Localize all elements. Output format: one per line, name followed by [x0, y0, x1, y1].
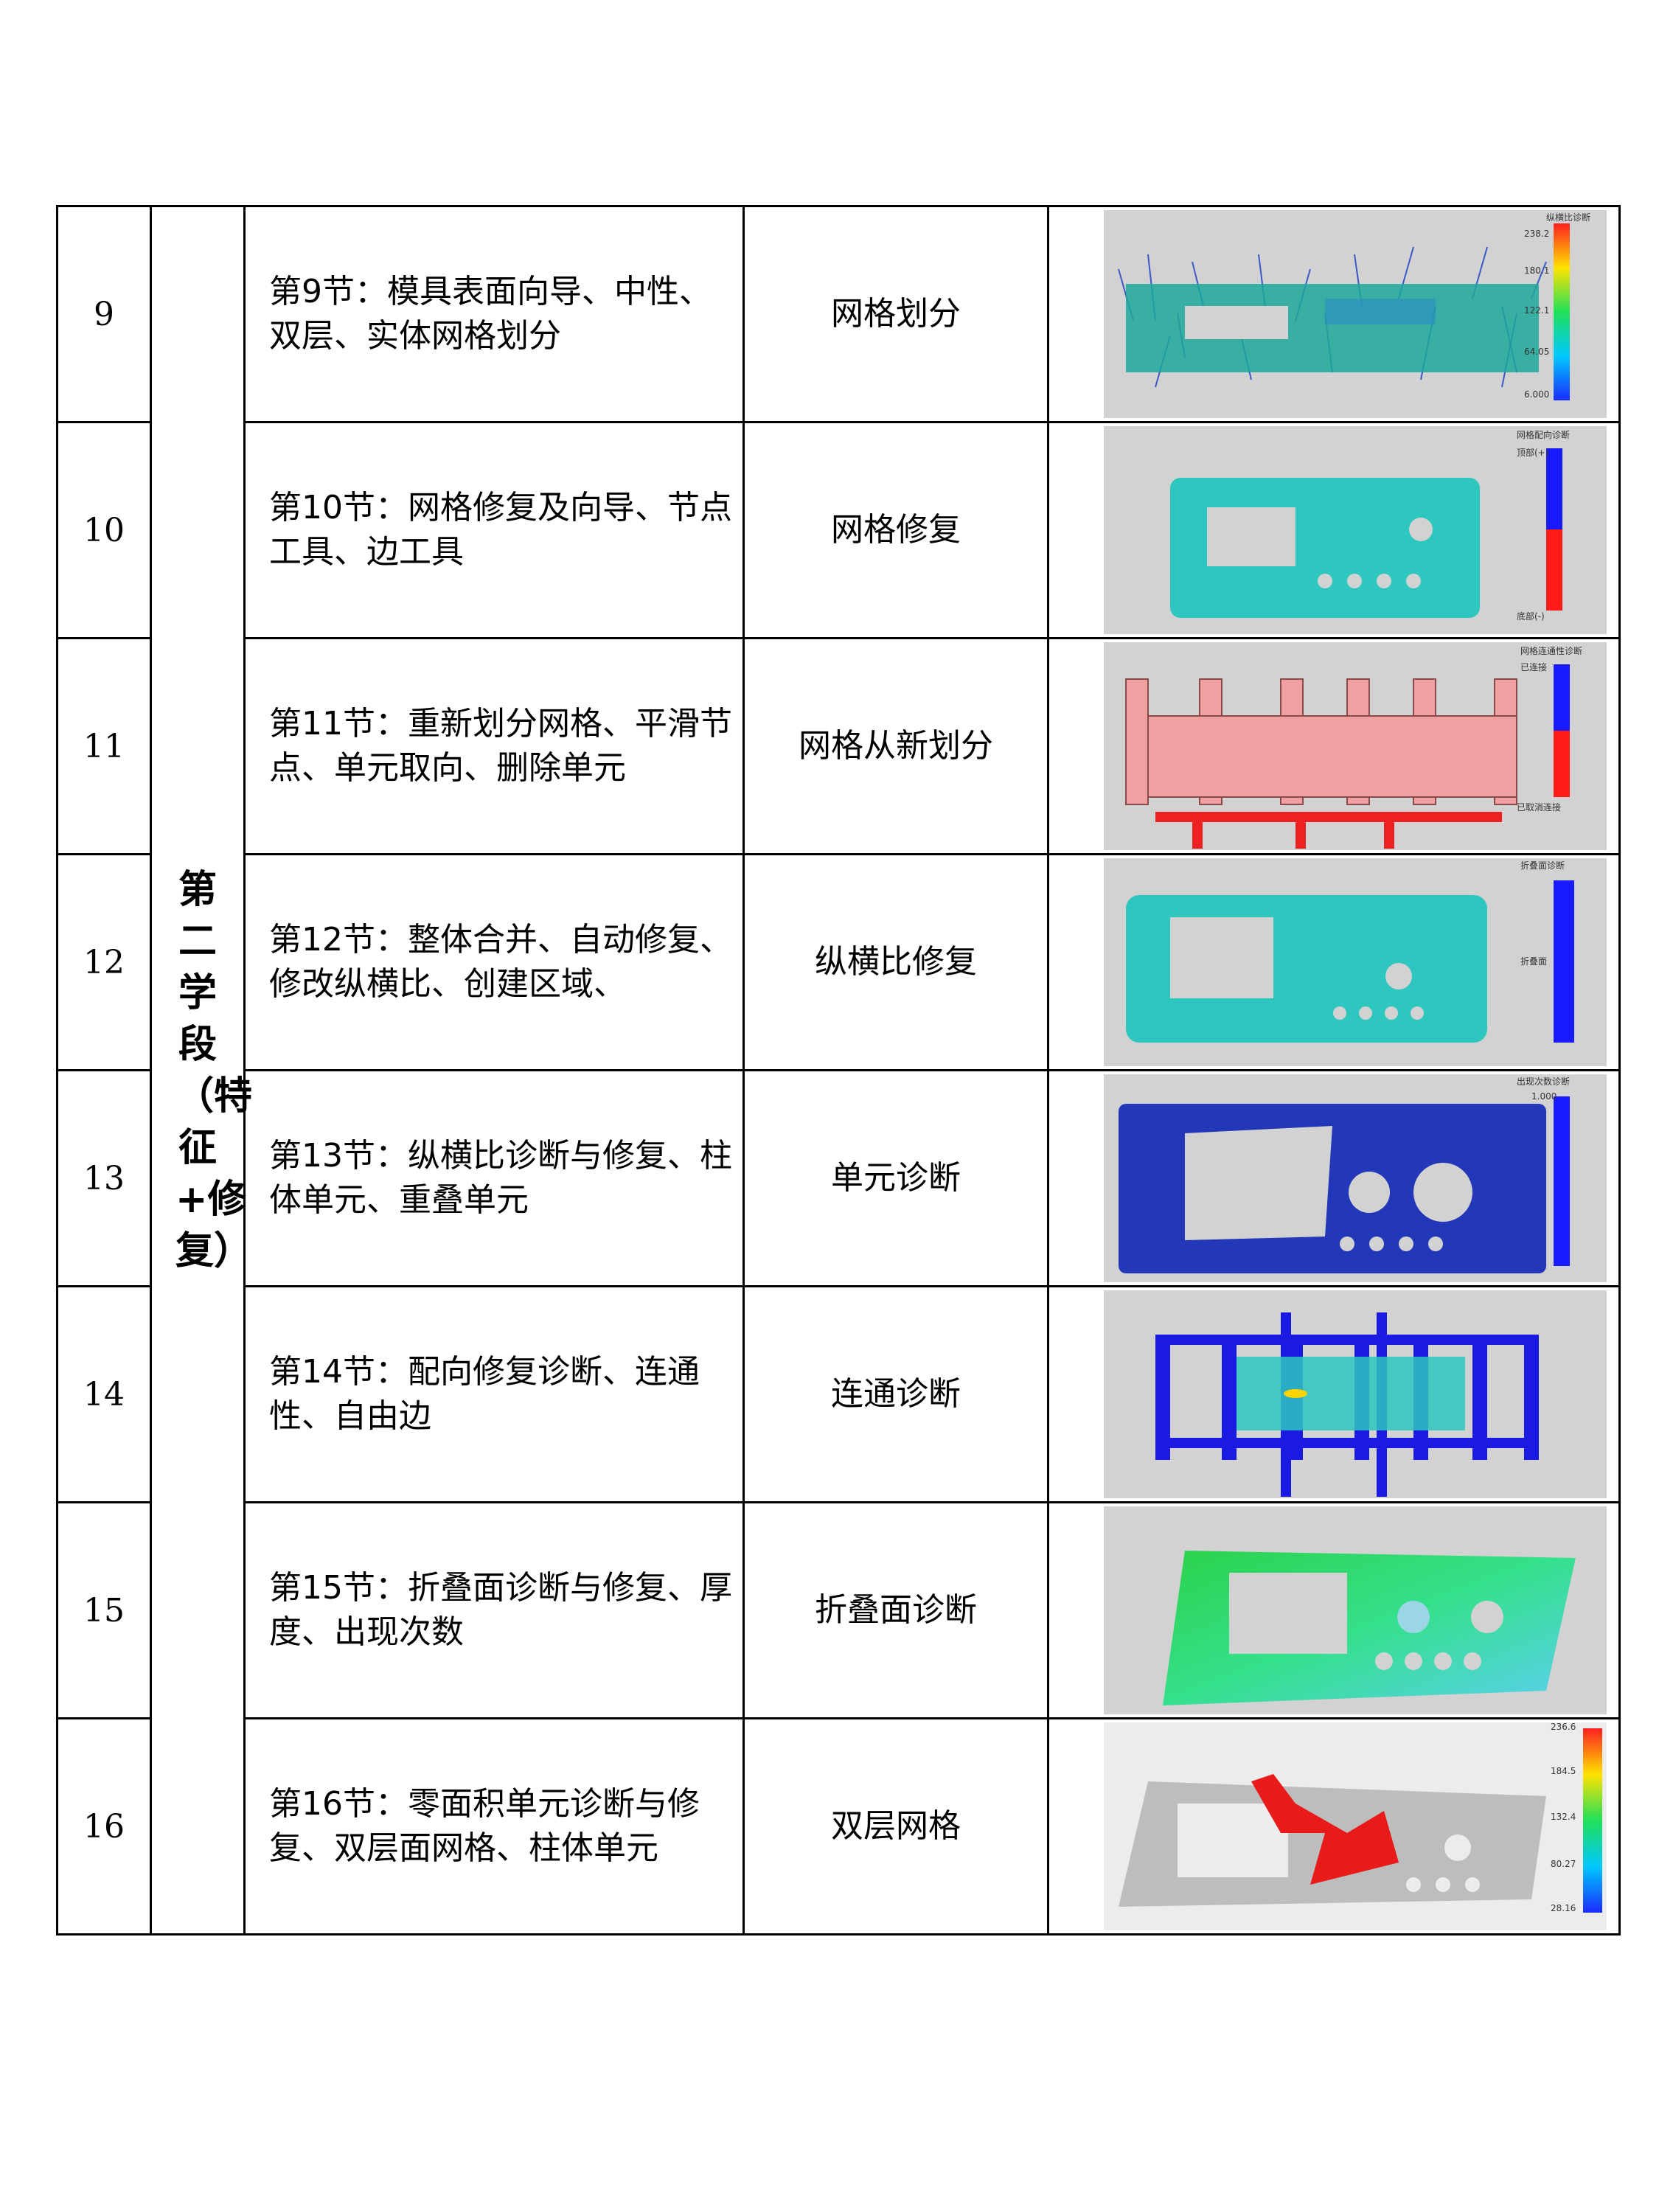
legend-value: 64.05 — [1524, 347, 1549, 357]
course-table: 9 第二学段（特征+修复） 第9节：模具表面向导、中性、双层、实体网格划分 网格… — [56, 205, 1621, 1935]
image-cell — [1047, 1285, 1621, 1503]
section-topic: 网格从新划分 — [742, 637, 1049, 855]
table-row: 16 第16节：零面积单元诊断与修复、双层面网格、柱体单元 双层网格 — [56, 1717, 1621, 1935]
legend-value: 已连接 — [1520, 661, 1547, 672]
image-cell: 出现次数诊断 1.000 — [1047, 1069, 1621, 1287]
section-content: 第10节：网格修复及向导、节点工具、边工具 — [243, 421, 745, 639]
legend-value: 80.27 — [1551, 1859, 1576, 1869]
image-cell: 236.6 184.5 132.4 80.27 28.16 — [1047, 1717, 1621, 1935]
mesh-orientation-image: 网格配向诊断 顶部(+) 底部(-) — [1104, 426, 1607, 634]
legend-value: 6.000 — [1524, 389, 1549, 400]
legend-value: 折叠面 — [1520, 956, 1547, 967]
legend-title: 纵横比诊断 — [1546, 212, 1590, 223]
stage-label: 第二学段（特征+修复） — [175, 867, 253, 1273]
table-row: 10 第10节：网格修复及向导、节点工具、边工具 网格修复 网格配向诊断 顶部(… — [56, 421, 1621, 639]
section-number: 11 — [56, 637, 152, 855]
section-content: 第13节：纵横比诊断与修复、柱体单元、重叠单元 — [243, 1069, 745, 1287]
mesh-connectivity-image: 网格连通性诊断 已连接 已取消连接 — [1104, 642, 1607, 850]
section-content: 第15节：折叠面诊断与修复、厚度、出现次数 — [243, 1501, 745, 1719]
section-number: 12 — [56, 853, 152, 1071]
section-topic: 连通诊断 — [742, 1285, 1049, 1503]
section-number: 14 — [56, 1285, 152, 1503]
thickness-image — [1104, 1506, 1607, 1714]
occurrence-image: 出现次数诊断 1.000 — [1104, 1074, 1607, 1282]
legend-title: 出现次数诊断 — [1517, 1076, 1570, 1087]
table-row: 14 第14节：配向修复诊断、连通性、自由边 连通诊断 — [56, 1285, 1621, 1503]
legend-value: 122.1 — [1524, 305, 1549, 316]
dual-layer-mesh-image: 236.6 184.5 132.4 80.27 28.16 — [1104, 1722, 1607, 1930]
table-row: 12 第12节：整体合并、自动修复、修改纵横比、创建区域、 纵横比修复 折叠面诊… — [56, 853, 1621, 1071]
legend-value: 1.000 — [1531, 1091, 1557, 1102]
table-row: 11 第11节：重新划分网格、平滑节点、单元取向、删除单元 网格从新划分 — [56, 637, 1621, 855]
legend-value: 28.16 — [1551, 1903, 1576, 1913]
table-row: 9 第二学段（特征+修复） 第9节：模具表面向导、中性、双层、实体网格划分 网格… — [56, 205, 1621, 1935]
legend-value: 底部(-) — [1517, 611, 1545, 622]
section-topic: 单元诊断 — [742, 1069, 1049, 1287]
legend-value: 184.5 — [1551, 1766, 1576, 1776]
section-content: 第9节：模具表面向导、中性、双层、实体网格划分 — [243, 205, 745, 423]
legend-title: 网格配向诊断 — [1517, 429, 1570, 440]
section-topic: 双层网格 — [742, 1717, 1049, 1935]
section-number: 15 — [56, 1501, 152, 1719]
legend-value: 顶部(+) — [1517, 447, 1548, 458]
section-content: 第14节：配向修复诊断、连通性、自由边 — [243, 1285, 745, 1503]
table-row: 13 第13节：纵横比诊断与修复、柱体单元、重叠单元 单元诊断 出现次数诊断 1… — [56, 1069, 1621, 1287]
section-number: 10 — [56, 421, 152, 639]
image-cell — [1047, 1501, 1621, 1719]
image-cell: 网格连通性诊断 已连接 已取消连接 — [1047, 637, 1621, 855]
section-topic: 折叠面诊断 — [742, 1501, 1049, 1719]
legend-title: 网格连通性诊断 — [1520, 645, 1582, 656]
section-content: 第11节：重新划分网格、平滑节点、单元取向、删除单元 — [243, 637, 745, 855]
section-number: 16 — [56, 1717, 152, 1935]
stage-cell: 第二学段（特征+修复） — [150, 205, 253, 1935]
image-cell: 纵横比诊断 238.2 180.1 122.1 64.05 6.000 — [1047, 205, 1621, 423]
section-topic: 网格划分 — [742, 205, 1049, 423]
section-content: 第16节：零面积单元诊断与修复、双层面网格、柱体单元 — [243, 1717, 745, 1935]
legend-value: 已取消连接 — [1517, 801, 1561, 813]
image-cell: 折叠面诊断 折叠面 — [1047, 853, 1621, 1071]
section-number: 13 — [56, 1069, 152, 1287]
section-content: 第12节：整体合并、自动修复、修改纵横比、创建区域、 — [243, 853, 745, 1071]
table-row: 15 第15节：折叠面诊断与修复、厚度、出现次数 折叠面诊断 — [56, 1501, 1621, 1719]
section-topic: 网格修复 — [742, 421, 1049, 639]
section-topic: 纵横比修复 — [742, 853, 1049, 1071]
legend-value: 238.2 — [1524, 229, 1549, 239]
connectivity-diagnosis-image — [1104, 1290, 1607, 1498]
legend-value: 180.1 — [1524, 265, 1549, 276]
legend-title: 折叠面诊断 — [1520, 860, 1565, 871]
mesh-aspect-ratio-image: 纵横比诊断 238.2 180.1 122.1 64.05 6.000 — [1104, 210, 1607, 418]
section-number: 9 — [56, 205, 152, 423]
image-cell: 网格配向诊断 顶部(+) 底部(-) — [1047, 421, 1621, 639]
legend-value: 132.4 — [1551, 1812, 1576, 1822]
legend-value: 236.6 — [1551, 1722, 1576, 1732]
folded-face-image: 折叠面诊断 折叠面 — [1104, 858, 1607, 1066]
